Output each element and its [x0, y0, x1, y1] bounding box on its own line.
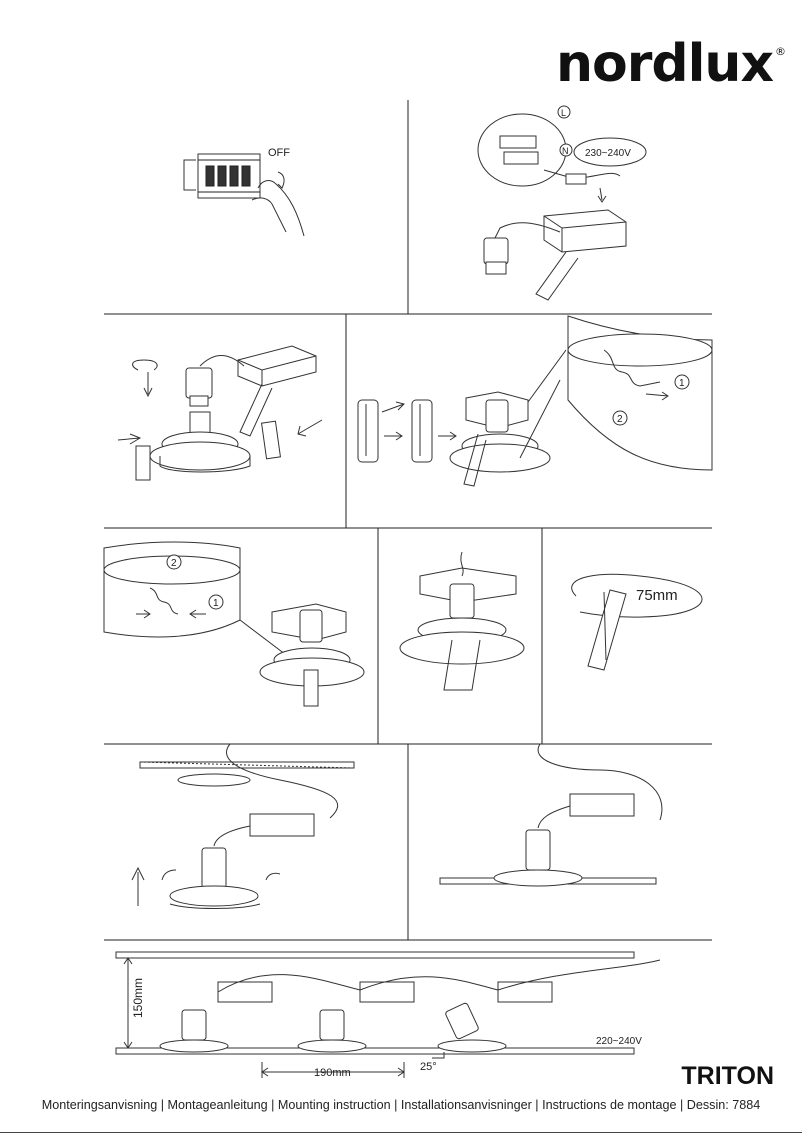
neutral-label: N	[562, 146, 569, 156]
panel-grid	[104, 100, 712, 941]
fitting-3	[437, 981, 553, 1053]
panel-spring-detail: 2 1	[103, 541, 365, 707]
product-name: TRITON	[681, 1062, 774, 1090]
step1-label-a: 1	[679, 378, 685, 389]
panel-cutout: 75mm	[571, 573, 703, 671]
footer-text: Monteringsanvisning | Montageanleitung |…	[41, 1098, 761, 1112]
panel-wiring: L N 230~240V	[477, 105, 647, 301]
footer-rule	[0, 1132, 802, 1133]
brand-logo: nordlux®	[556, 38, 786, 90]
voltage-bottom-label: 220~240V	[596, 1036, 642, 1047]
step1-label-b: 1	[213, 598, 219, 609]
brand-name: nordlux	[556, 34, 774, 94]
panel-assembled	[399, 551, 525, 691]
panel-switch-off: OFF	[183, 147, 305, 237]
panel-insert-ceiling	[131, 743, 355, 909]
angle-label: 25°	[420, 1061, 437, 1073]
height-label: 150mm	[131, 978, 145, 1018]
off-label: OFF	[268, 147, 290, 159]
voltage-top-label: 230~240V	[585, 148, 631, 159]
registered-mark: ®	[775, 45, 786, 58]
panel-spring-insert: 1 2	[357, 315, 713, 487]
live-label: L	[561, 108, 566, 118]
panel-installed	[439, 743, 663, 887]
panel-lamp-holder	[117, 345, 323, 481]
step2-label-b: 2	[171, 558, 177, 569]
fitting-1	[159, 981, 273, 1053]
spacing-label: 190mm	[314, 1067, 351, 1079]
panel-spacing: 150mm 190mm 25° 220~240V	[115, 951, 661, 1079]
step2-label-a: 2	[617, 414, 623, 425]
cutout-label: 75mm	[636, 587, 678, 604]
fitting-2	[297, 981, 415, 1053]
